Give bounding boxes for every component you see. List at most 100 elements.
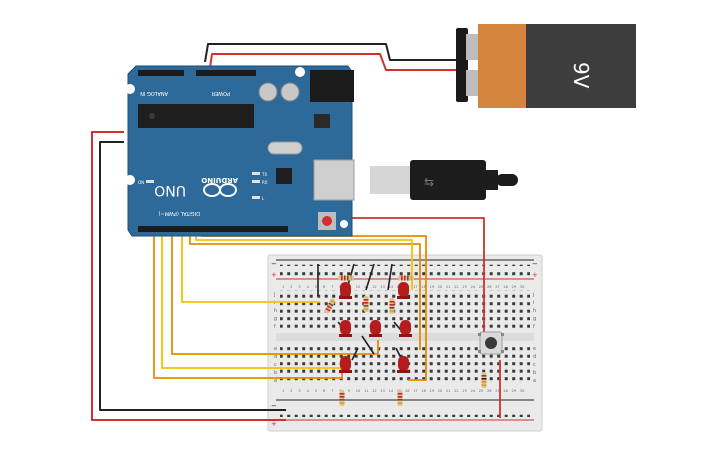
resistor-7[interactable] bbox=[397, 390, 403, 406]
battery-cap bbox=[478, 24, 528, 108]
row-letter: g bbox=[533, 316, 536, 322]
column-number: 6 bbox=[323, 285, 325, 289]
column-number: 3 bbox=[298, 285, 300, 289]
column-number: 7 bbox=[331, 389, 333, 393]
capacitor bbox=[280, 82, 300, 102]
column-number: 6 bbox=[323, 389, 325, 393]
led-5[interactable] bbox=[399, 320, 412, 337]
jumper-8[interactable] bbox=[351, 347, 359, 361]
led-3[interactable] bbox=[339, 320, 352, 337]
on-led bbox=[146, 180, 154, 183]
column-number: 10 bbox=[356, 285, 360, 289]
resistor-2[interactable] bbox=[363, 296, 369, 312]
row-letter: f bbox=[533, 324, 535, 330]
column-number: 29 bbox=[512, 285, 516, 289]
digital-header[interactable] bbox=[138, 226, 288, 232]
resistor-5[interactable] bbox=[398, 275, 414, 281]
top-rail-minus[interactable] bbox=[280, 262, 530, 266]
usb-plug-metal bbox=[370, 166, 414, 194]
wire-led-5[interactable] bbox=[189, 230, 421, 350]
column-number: 25 bbox=[479, 389, 483, 393]
row-letter: g bbox=[274, 316, 277, 322]
column-number: 14 bbox=[389, 389, 394, 393]
column-number: 28 bbox=[503, 389, 507, 393]
wire-5v[interactable] bbox=[91, 131, 286, 421]
battery-terminal-positive[interactable] bbox=[466, 70, 478, 96]
usb-plug-body[interactable] bbox=[410, 160, 486, 200]
led-6[interactable] bbox=[339, 356, 352, 373]
l-led-label: L bbox=[262, 196, 265, 201]
column-number: 5 bbox=[315, 285, 317, 289]
analog-header[interactable] bbox=[138, 70, 184, 76]
resistor-6[interactable] bbox=[339, 390, 345, 406]
leds bbox=[339, 282, 412, 373]
power-jack[interactable] bbox=[310, 70, 354, 102]
wire-battery-positive[interactable] bbox=[209, 53, 458, 71]
pushbutton[interactable] bbox=[478, 331, 504, 355]
column-number: 30 bbox=[520, 389, 524, 393]
jumper-4[interactable] bbox=[387, 263, 393, 291]
column-number: 27 bbox=[495, 389, 499, 393]
resistor-1[interactable] bbox=[324, 298, 336, 314]
resistor-3[interactable] bbox=[389, 298, 395, 314]
rx-led-label: RX bbox=[262, 180, 268, 185]
column-number: 20 bbox=[438, 285, 442, 289]
voltage-regulator bbox=[314, 114, 330, 128]
jumper-3[interactable] bbox=[365, 263, 375, 291]
power-header[interactable] bbox=[196, 70, 256, 76]
rail-plus-label: + bbox=[271, 271, 277, 279]
bottom-rail-minus[interactable] bbox=[280, 403, 530, 407]
column-number: 27 bbox=[495, 285, 499, 289]
rail-plus-label-bottom: + bbox=[271, 420, 277, 428]
battery-9v: 9V bbox=[456, 24, 636, 108]
led-7[interactable] bbox=[397, 356, 410, 373]
battery-clip bbox=[456, 28, 468, 102]
row-letter: d bbox=[274, 354, 277, 360]
resistor-8[interactable] bbox=[481, 372, 487, 388]
tx-led-label: TX bbox=[261, 172, 267, 177]
jumper-6[interactable] bbox=[361, 335, 375, 355]
column-number: 21 bbox=[446, 285, 450, 289]
top-rail-plus[interactable] bbox=[280, 272, 530, 276]
on-led-label: ON bbox=[138, 180, 144, 185]
column-number: 1 bbox=[282, 389, 284, 393]
resistor-4[interactable] bbox=[338, 275, 354, 281]
capacitor bbox=[258, 82, 278, 102]
row-letter: a bbox=[274, 378, 277, 384]
power-label: POWER bbox=[211, 90, 230, 96]
digital-pwm-label: DIGITAL (PWM~) bbox=[158, 210, 200, 216]
wire-battery-negative[interactable] bbox=[204, 43, 458, 63]
column-number: 28 bbox=[503, 285, 507, 289]
wire-led-3[interactable] bbox=[171, 230, 379, 355]
l-led bbox=[252, 196, 260, 199]
microcontroller-chip bbox=[138, 104, 254, 128]
column-number: 22 bbox=[454, 285, 458, 289]
rx-led bbox=[252, 180, 260, 183]
rail-minus-label-right: − bbox=[532, 260, 538, 268]
rail-minus-label: − bbox=[271, 260, 277, 268]
column-number: 13 bbox=[380, 389, 384, 393]
usb-symbol-icon: ⇆ bbox=[424, 175, 434, 189]
row-letter: i bbox=[533, 300, 534, 306]
led-1[interactable] bbox=[339, 282, 352, 299]
column-number: 11 bbox=[364, 389, 368, 393]
column-number: 10 bbox=[356, 389, 360, 393]
wire-led-4[interactable] bbox=[181, 230, 320, 303]
battery-terminal-negative[interactable] bbox=[466, 34, 478, 60]
column-number: 18 bbox=[421, 285, 425, 289]
usb-port[interactable] bbox=[313, 159, 355, 201]
wire-ground[interactable] bbox=[99, 141, 286, 411]
column-number: 29 bbox=[512, 389, 516, 393]
mount-hole bbox=[125, 175, 135, 185]
column-number: 23 bbox=[462, 285, 466, 289]
wire-led-2[interactable] bbox=[161, 230, 340, 369]
bottom-rail-plus[interactable] bbox=[280, 413, 530, 417]
row-letter: a bbox=[533, 378, 536, 384]
column-number: 9 bbox=[348, 389, 350, 393]
led-4[interactable] bbox=[369, 320, 382, 337]
column-number: 20 bbox=[438, 389, 442, 393]
column-number: 18 bbox=[421, 389, 425, 393]
column-number: 19 bbox=[430, 285, 434, 289]
row-letter: d bbox=[533, 354, 536, 360]
led-2[interactable] bbox=[397, 282, 410, 299]
